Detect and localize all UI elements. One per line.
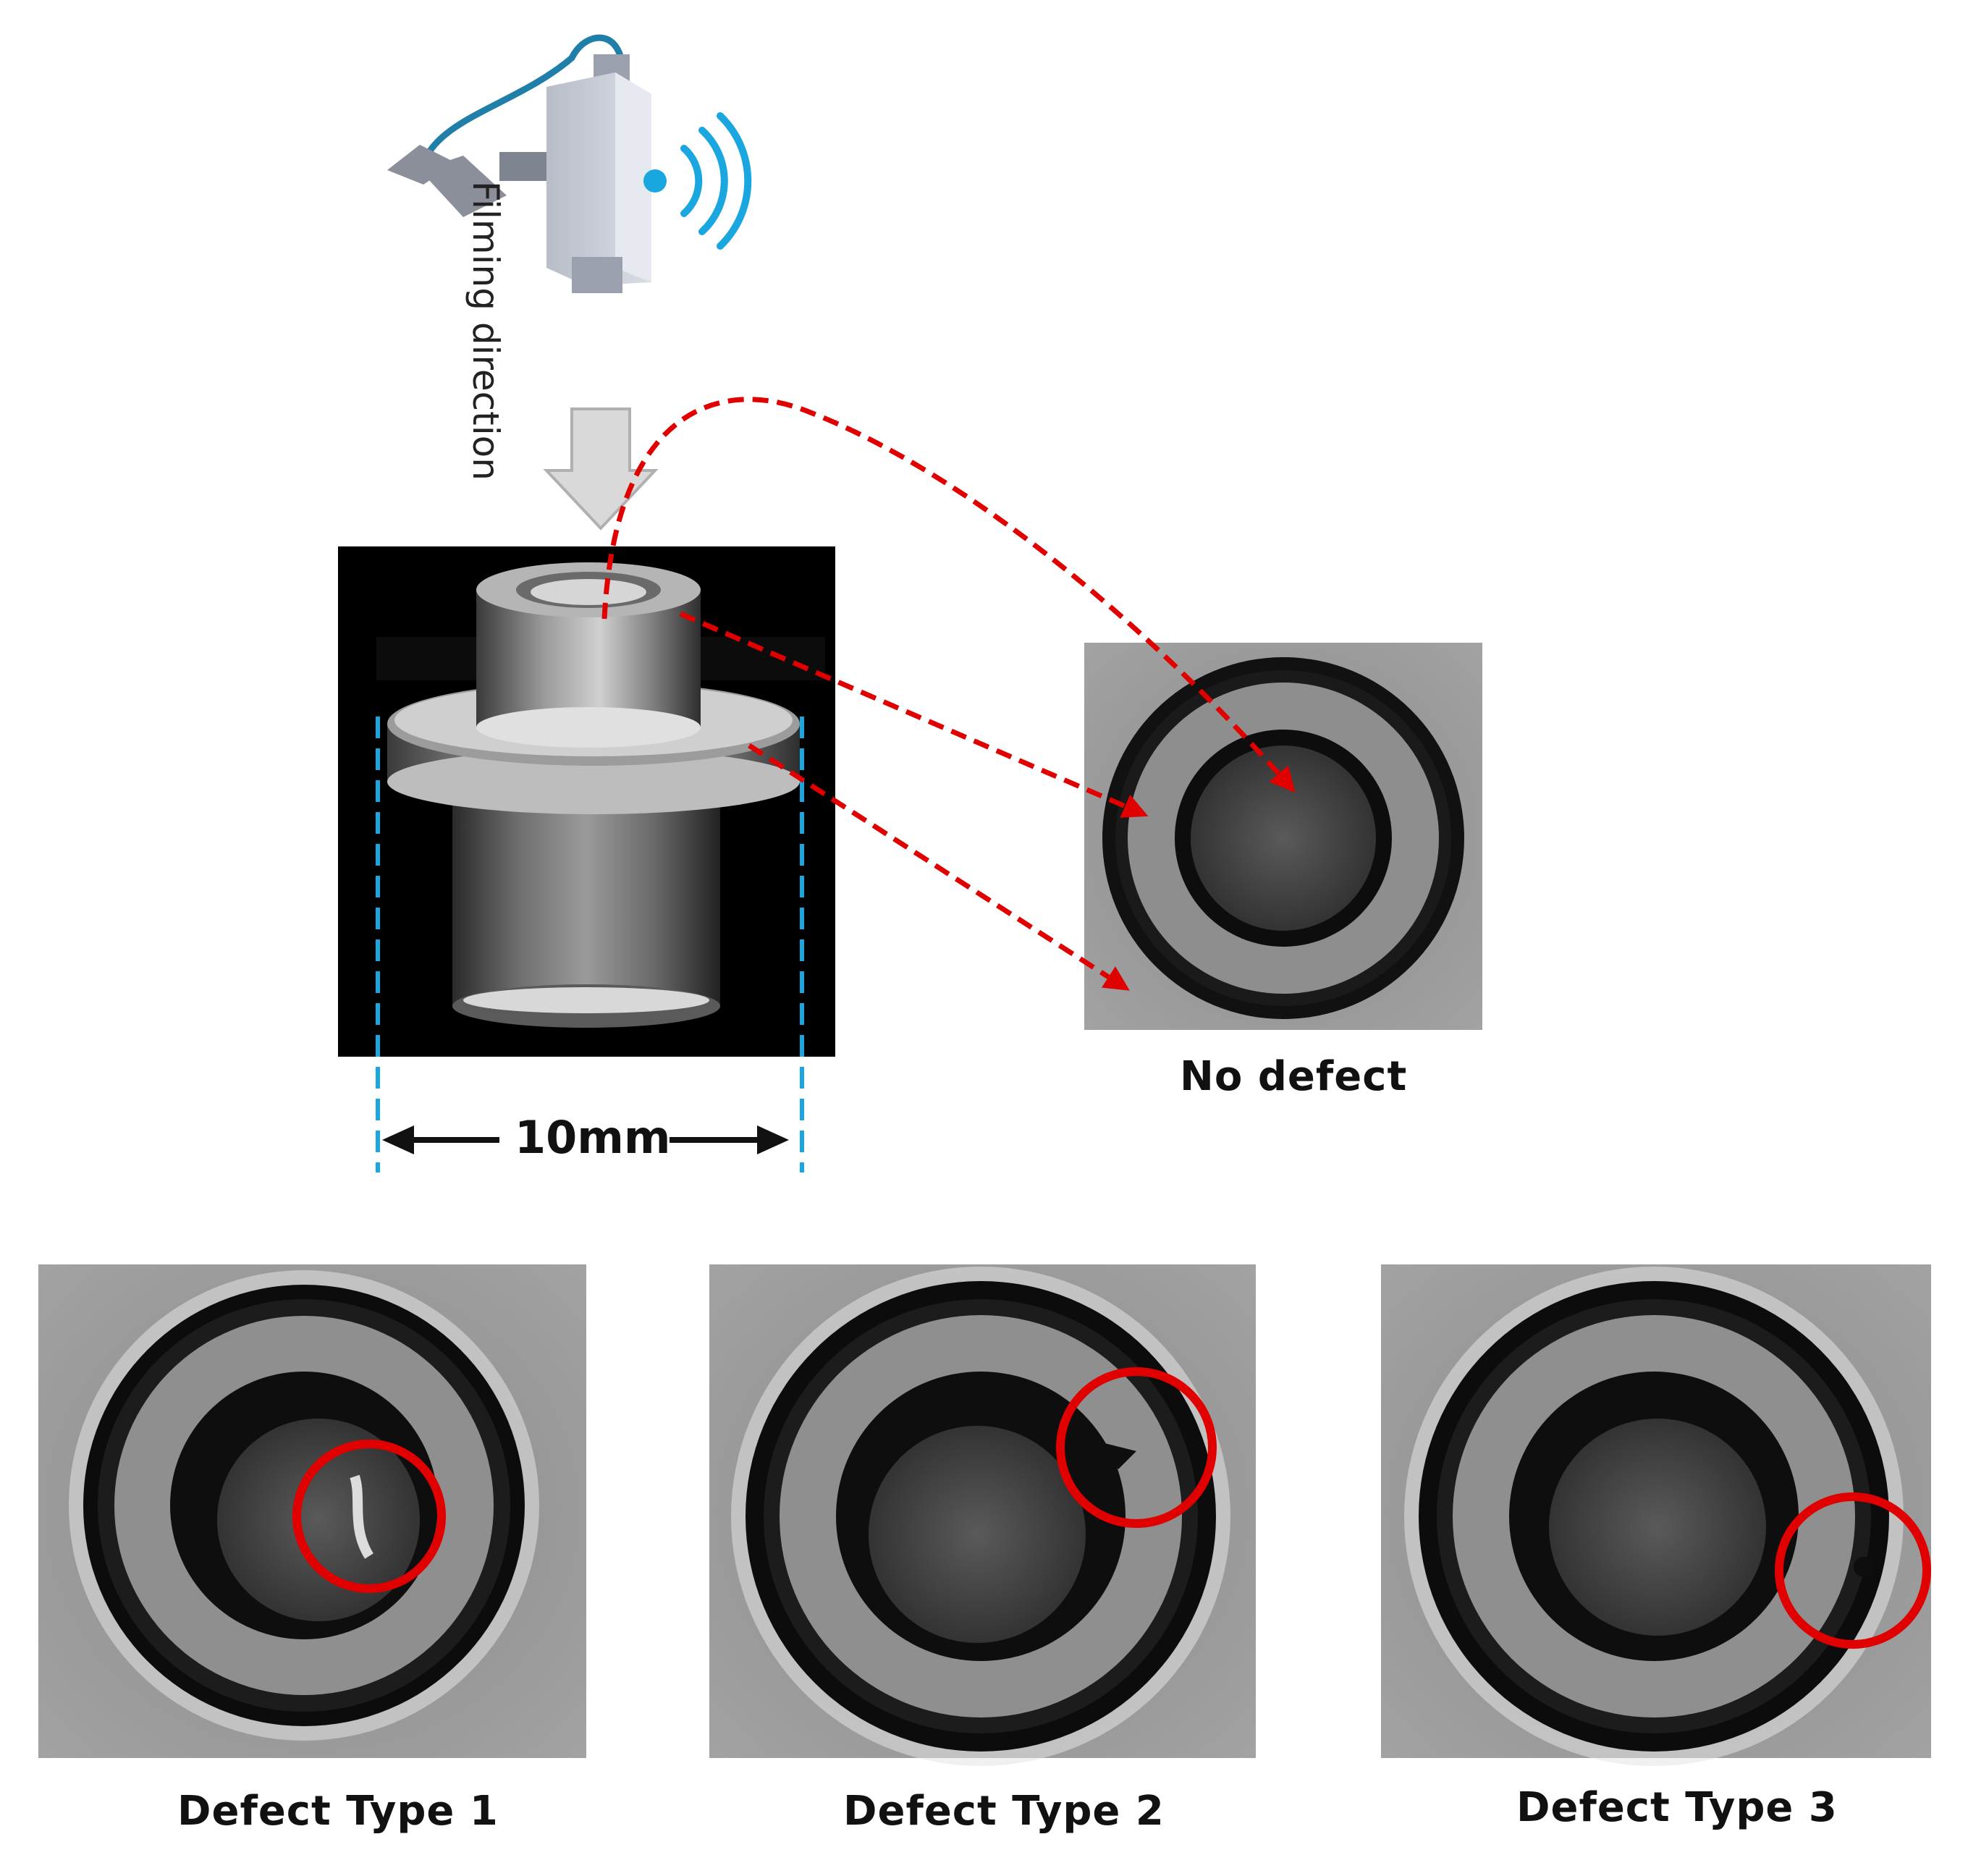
defect-2-marker — [1056, 1367, 1217, 1528]
defect-2-label: Defect Type 2 — [843, 1788, 1165, 1835]
defect-1-image — [38, 1264, 586, 1758]
dimension-arrows — [382, 1125, 789, 1154]
defect-1-marker — [292, 1440, 446, 1593]
filming-direction-label: Filming direction — [465, 181, 507, 481]
no-defect-image — [1084, 643, 1482, 1030]
component-photo — [338, 546, 835, 1057]
annotation-arrows — [601, 397, 1296, 991]
size-label: 10mm — [515, 1111, 671, 1164]
defect-2-image — [709, 1264, 1256, 1766]
no-defect-label: No defect — [1180, 1053, 1408, 1100]
signal-waves-icon — [643, 112, 752, 250]
defect-3-image — [1381, 1264, 1931, 1766]
defect-1-label: Defect Type 1 — [177, 1788, 499, 1835]
dimension-lines — [376, 717, 804, 1172]
defect-3-marker — [1775, 1492, 1931, 1649]
camera-icon — [387, 34, 651, 293]
defect-3-label: Defect Type 3 — [1516, 1784, 1838, 1831]
